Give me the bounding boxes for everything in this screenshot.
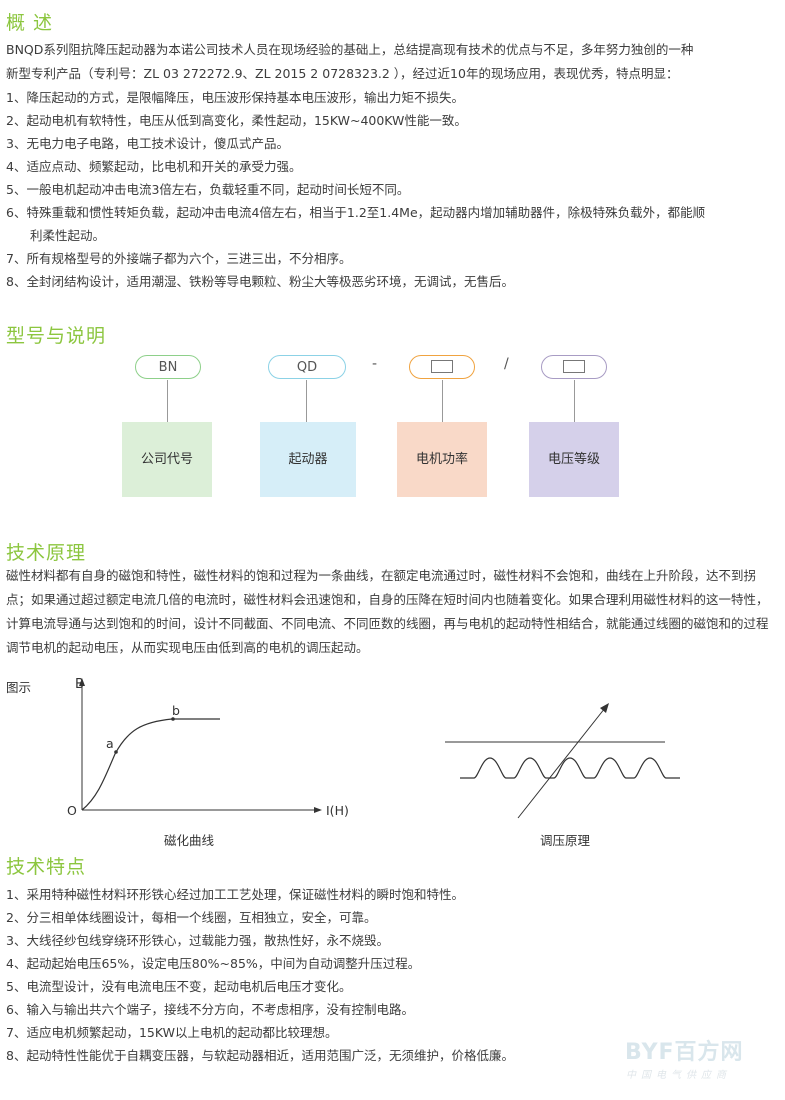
code-pill-starter-label: QD [296, 360, 318, 375]
overview-intro-line-1: BNQD系列阻抗降压起动器为本诺公司技术人员在现场经验的基础上，总结提高现有技术… [6, 42, 694, 57]
overview-item-6-cont: 利柔性起动。 [30, 228, 106, 243]
caption-regulation: 调压原理 [540, 833, 591, 848]
separator-slash: / [504, 356, 509, 372]
principle-title: 技术原理 [6, 542, 87, 564]
overview-item-5: 5、一般电机起动冲击电流3倍左右，负载轻重不同，起动时间长短不同。 [6, 182, 410, 197]
overview-item-7: 7、所有规格型号的外接端子都为六个，三进三出，不分相序。 [6, 251, 352, 266]
point-b-label: b [172, 703, 180, 718]
code-pill-voltage [541, 355, 607, 379]
code-pill-company-label: BN [158, 360, 178, 375]
x-axis-arrow-icon [314, 807, 322, 813]
point-a-label: a [106, 736, 114, 751]
overview-item-8: 8、全封闭结构设计，适用潮湿、铁粉等导电颗粒、粉尘大等极恶劣环境，无调试，无售后… [6, 274, 514, 289]
code-pill-company: BN [135, 355, 201, 379]
magnetization-curve-line [81, 718, 220, 811]
overview-item-4: 4、适应点动、频繁起动，比电机和开关的承受力强。 [6, 159, 302, 174]
axis-y-label: B [75, 677, 84, 692]
axis-x-label: I(H) [326, 803, 349, 818]
features-title: 技术特点 [6, 856, 87, 878]
model-title: 型号与说明 [6, 325, 107, 347]
overview-item-1: 1、降压起动的方式，是限幅降压，电压波形保持基本电压波形，输出力矩不损失。 [6, 90, 464, 105]
y-axis-arrow-icon [79, 678, 85, 686]
connector-line [442, 380, 443, 422]
regulation-principle-diagram [445, 703, 680, 819]
overview-item-6: 6、特殊重载和惯性转矩负载，起动冲击电流4倍左右，相当于1.2至1.4Me，起动… [6, 205, 706, 220]
overview-item-3: 3、无电力电子电路，电工技术设计，傻瓜式产品。 [6, 136, 289, 151]
overview-item-2: 2、起动电机有软特性，电压从低到高变化，柔性起动，15KW~400KW性能一致。 [6, 113, 467, 128]
feature-item-5: 5、电流型设计，没有电流电压不变，起动电机后电压才变化。 [6, 979, 352, 994]
feature-item-3: 3、大线径纱包线穿绕环形铁心，过载能力强，散热性好，永不烧毁。 [6, 933, 389, 948]
feature-item-1: 1、采用特种磁性材料环形铁心经过加工工艺处理，保证磁性材料的瞬时饱和特性。 [6, 887, 464, 902]
point-a-marker [114, 750, 118, 754]
coil-waveform [460, 757, 680, 779]
feature-item-4: 4、起动起始电压65%，设定电压80%~85%，中间为自动调整升压过程。 [6, 956, 421, 971]
feature-item-6: 6、输入与输出共六个端子，接线不分方向，不考虑相序，没有控制电路。 [6, 1002, 414, 1017]
placeholder-box-icon [563, 360, 585, 373]
code-pill-starter: QD [268, 355, 346, 379]
connector-line [574, 380, 575, 422]
watermark-tagline: 中国电气供应商 [626, 1070, 731, 1081]
feature-item-7: 7、适应电机频繁起动，15KW以上电机的起动都比较理想。 [6, 1025, 338, 1040]
magnetization-curve-diagram [79, 678, 322, 813]
point-b-marker [171, 717, 175, 721]
card-voltage-class: 电压等级 [529, 422, 619, 497]
watermark-logo: BYF百方网 [625, 1040, 744, 1065]
overview-intro-line-2: 新型专利产品（专利号：ZL 03 272272.9、ZL 2015 2 0728… [6, 66, 679, 81]
code-pill-power [409, 355, 475, 379]
separator-dash: - [372, 356, 378, 372]
connector-line [167, 380, 168, 422]
adjust-arrow-line [517, 707, 606, 819]
feature-item-2: 2、分三相单体线圈设计，每相一个线圈，互相独立，安全，可靠。 [6, 910, 377, 925]
overview-title: 概 述 [6, 12, 54, 34]
principle-paragraph: 磁性材料都有自身的磁饱和特性，磁性材料的饱和过程为一条曲线，在额定电流通过时，磁… [6, 568, 769, 655]
placeholder-box-icon [431, 360, 453, 373]
feature-item-8: 8、起动特性性能优于自耦变压器，与软起动器相近，适用范围广泛，无须维护，价格低廉… [6, 1048, 514, 1063]
connector-line [306, 380, 307, 422]
card-starter: 起动器 [260, 422, 356, 497]
card-company-code: 公司代号 [122, 422, 212, 497]
origin-label: O [67, 803, 77, 818]
card-motor-power: 电机功率 [397, 422, 487, 497]
caption-magnetization: 磁化曲线 [164, 833, 215, 848]
adjust-arrow-icon [600, 703, 609, 713]
figure-label: 图示 [6, 680, 32, 695]
